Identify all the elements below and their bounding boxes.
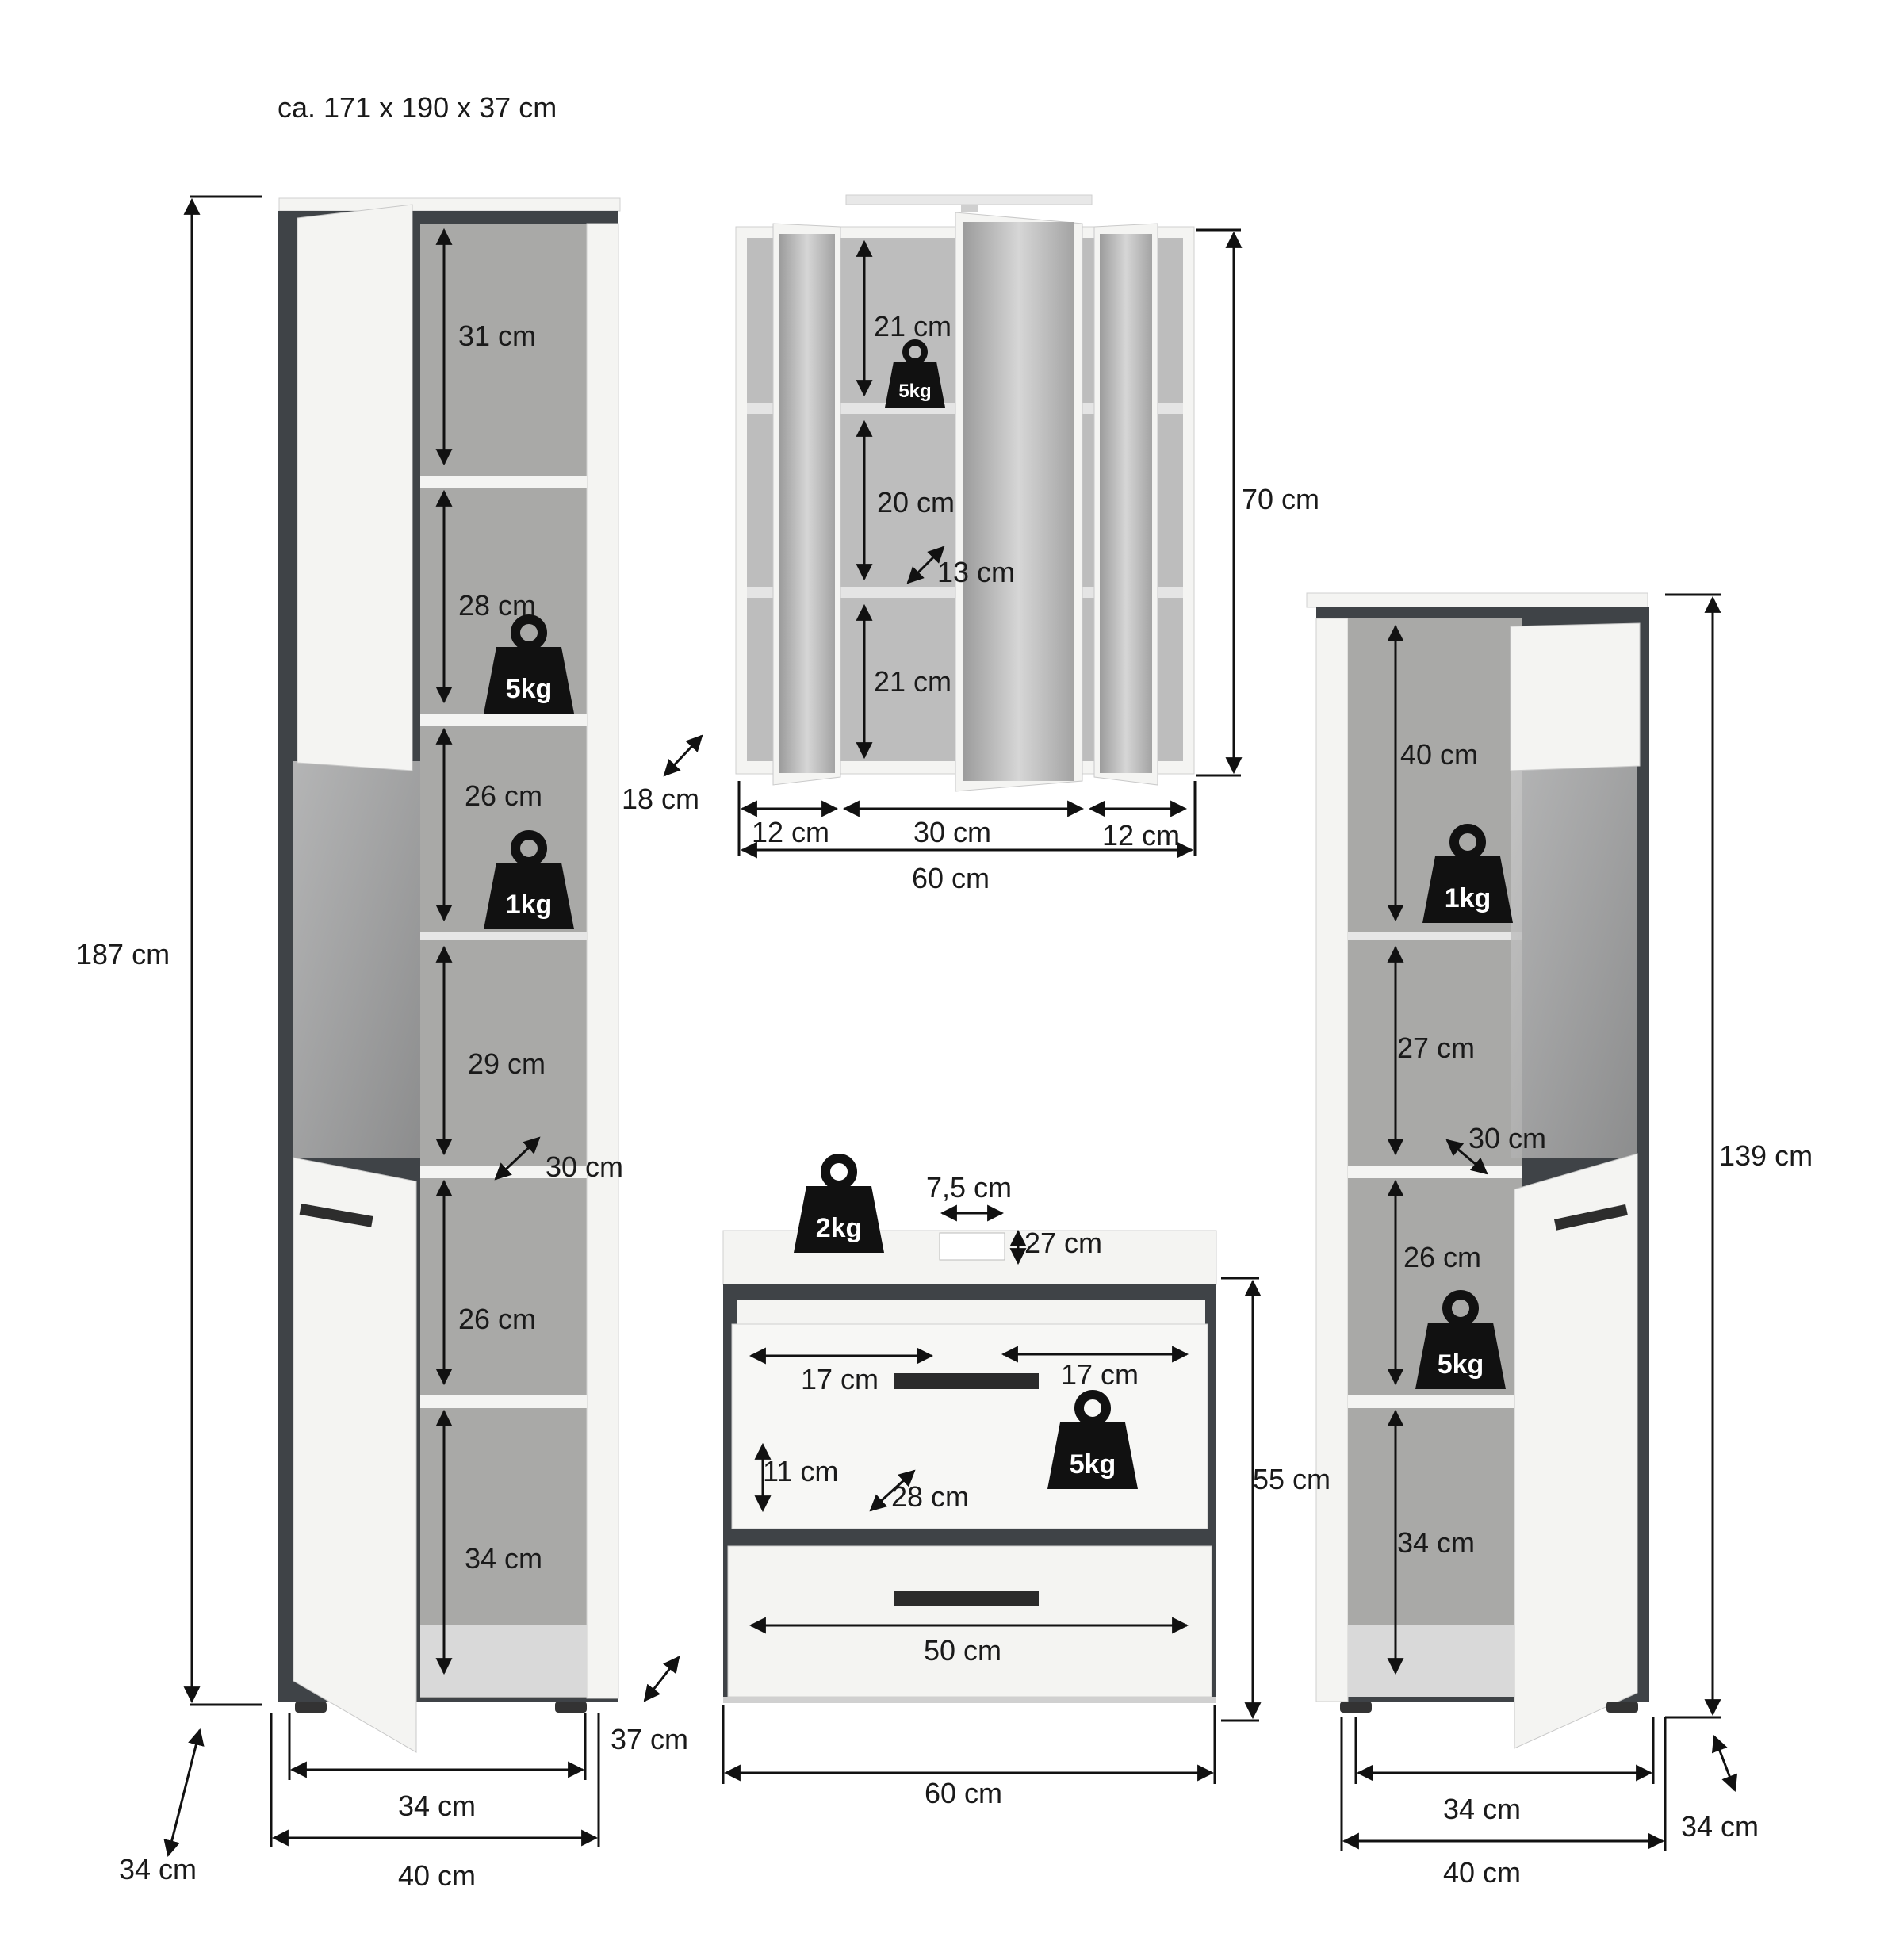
mid-height-label: 139 cm	[1719, 1139, 1813, 1172]
mirror-center-label: 30 cm	[913, 816, 992, 848]
mid-compartment-label: 26 cm	[1403, 1241, 1482, 1273]
mid-inner-width-label: 34 cm	[1443, 1793, 1522, 1825]
tall-compartment-label: 29 cm	[468, 1047, 546, 1080]
vanity-inner-depth-label: 28 cm	[891, 1480, 970, 1513]
mirror-depth-label: 18 cm	[622, 783, 700, 815]
tall-compartment-label: 31 cm	[458, 320, 537, 352]
weight-label: 5kg	[898, 381, 931, 402]
vanity-hole-width-label: 7,5 cm	[926, 1171, 1013, 1204]
tall-cabinet	[278, 197, 621, 1753]
weight-label: 5kg	[1438, 1349, 1484, 1380]
mid-shelf-depth-label: 30 cm	[1468, 1122, 1547, 1154]
vanity-hole-depth-label: 27 cm	[1024, 1227, 1103, 1259]
weight-label: 5kg	[506, 674, 553, 704]
tall-inner-width-label: 34 cm	[398, 1790, 477, 1822]
dimension-lines	[163, 195, 1738, 1858]
tall-compartment-label: 34 cm	[465, 1542, 543, 1575]
weight-badge-mid-1kg: 1kg	[1422, 824, 1513, 923]
vanity-right-width-label: 17 cm	[1061, 1358, 1139, 1391]
mid-compartment-label: 40 cm	[1400, 738, 1479, 771]
tall-compartment-label: 28 cm	[458, 589, 537, 622]
weight-badge-mirror-5kg: 5kg	[885, 339, 945, 408]
mirror-compartment-label: 21 cm	[874, 310, 952, 343]
mirror-shelf-depth-label: 13 cm	[937, 556, 1016, 588]
tall-shelf-depth-label: 30 cm	[546, 1150, 624, 1183]
mid-depth-label: 34 cm	[1681, 1810, 1759, 1843]
weight-badge-mid-5kg: 5kg	[1415, 1290, 1506, 1389]
mirror-side-left-label: 12 cm	[752, 816, 830, 848]
mirror-side-right-label: 12 cm	[1102, 819, 1181, 852]
mirror-compartment-label: 21 cm	[874, 665, 952, 698]
vanity-height-label: 55 cm	[1253, 1463, 1331, 1495]
mirror-compartment-label: 20 cm	[877, 486, 955, 519]
mirror-height-label: 70 cm	[1242, 483, 1320, 515]
weight-label: 1kg	[1445, 883, 1491, 913]
mid-outer-width-label: 40 cm	[1443, 1856, 1522, 1889]
tall-outer-width-label: 40 cm	[398, 1859, 477, 1892]
mid-compartment-label: 34 cm	[1397, 1526, 1476, 1559]
mirror-cabinet	[735, 194, 1195, 792]
weight-label: 2kg	[816, 1213, 863, 1243]
mirror-width-label: 60 cm	[912, 862, 990, 894]
vanity-width-label: 60 cm	[925, 1777, 1003, 1809]
tall-diag-depth-label: 37 cm	[611, 1723, 689, 1755]
overall-size-label: ca. 171 x 190 x 37 cm	[278, 91, 557, 124]
weight-label: 1kg	[506, 890, 553, 920]
weight-label: 5kg	[1070, 1449, 1116, 1480]
vanity-inner-height-label: 11 cm	[763, 1455, 839, 1487]
weight-badge-vanity-5kg: 5kg	[1047, 1390, 1138, 1489]
tall-height-label: 187 cm	[76, 938, 170, 970]
vanity-left-width-label: 17 cm	[801, 1363, 879, 1395]
vanity-drawer-width-label: 50 cm	[924, 1634, 1002, 1667]
tall-compartment-label: 26 cm	[458, 1303, 537, 1335]
weight-badge-tall-1kg: 1kg	[484, 830, 574, 929]
weight-badge-vanity-2kg: 2kg	[794, 1154, 884, 1253]
tall-depth-label: 34 cm	[119, 1853, 197, 1885]
tall-compartment-label: 26 cm	[465, 779, 543, 812]
weight-badge-tall-5kg: 5kg	[484, 614, 574, 714]
mid-compartment-label: 27 cm	[1397, 1032, 1476, 1064]
